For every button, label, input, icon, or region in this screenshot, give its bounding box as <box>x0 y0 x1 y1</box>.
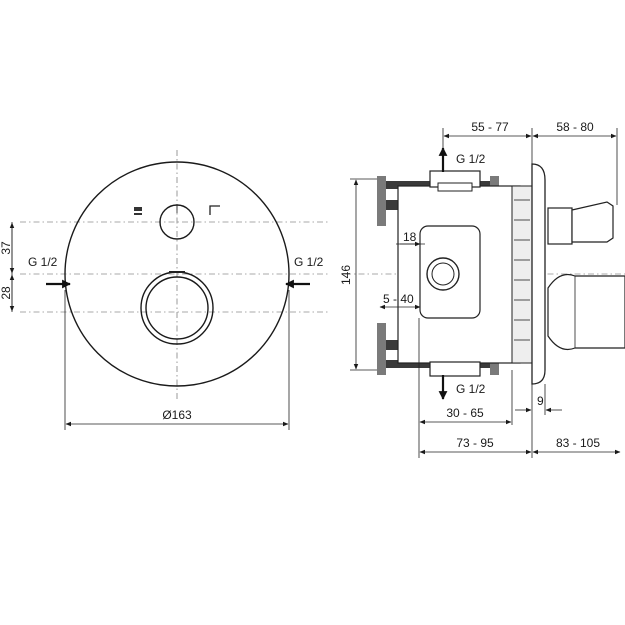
dim-146-label: 146 <box>339 265 353 285</box>
dim-diameter-label: Ø163 <box>162 408 192 422</box>
outlet-bottom-label: G 1/2 <box>456 382 486 396</box>
cover-plate-profile <box>531 163 546 385</box>
dim-83-105-label: 83 - 105 <box>556 436 600 450</box>
inlet-right-label: G 1/2 <box>294 255 324 269</box>
ribbed-mount <box>511 185 533 364</box>
hand-shower-icon <box>134 207 142 215</box>
dim-28-label: 28 <box>0 286 13 300</box>
dim-37-label: 37 <box>0 241 13 255</box>
dim-55-77-label: 55 - 77 <box>471 120 509 134</box>
dim-9-label: 9 <box>537 394 544 408</box>
bottom-fitting <box>429 361 481 377</box>
overhead-shower-icon <box>209 205 220 215</box>
dim-30-65-label: 30 - 65 <box>446 406 484 420</box>
selector-knob-side <box>547 207 573 245</box>
inlet-left-label: G 1/2 <box>28 255 58 269</box>
thermostat-handle-inner <box>145 276 209 340</box>
side-view: 55 - 77 58 - 80 146 <box>339 120 625 458</box>
selector-knob-cap <box>571 201 614 243</box>
dim-5-40-label: 5 - 40 <box>383 292 414 306</box>
cover-plate <box>64 161 290 387</box>
outlet-top-label: G 1/2 <box>456 152 486 166</box>
thermostat-handle-side <box>547 273 625 351</box>
dim-58-80-label: 58 - 80 <box>556 120 594 134</box>
dim-18-label: 18 <box>403 230 417 244</box>
front-view: 37 28 G 1/2 G 1/2 Ø163 <box>0 150 330 430</box>
dim-73-95-label: 73 - 95 <box>456 436 494 450</box>
